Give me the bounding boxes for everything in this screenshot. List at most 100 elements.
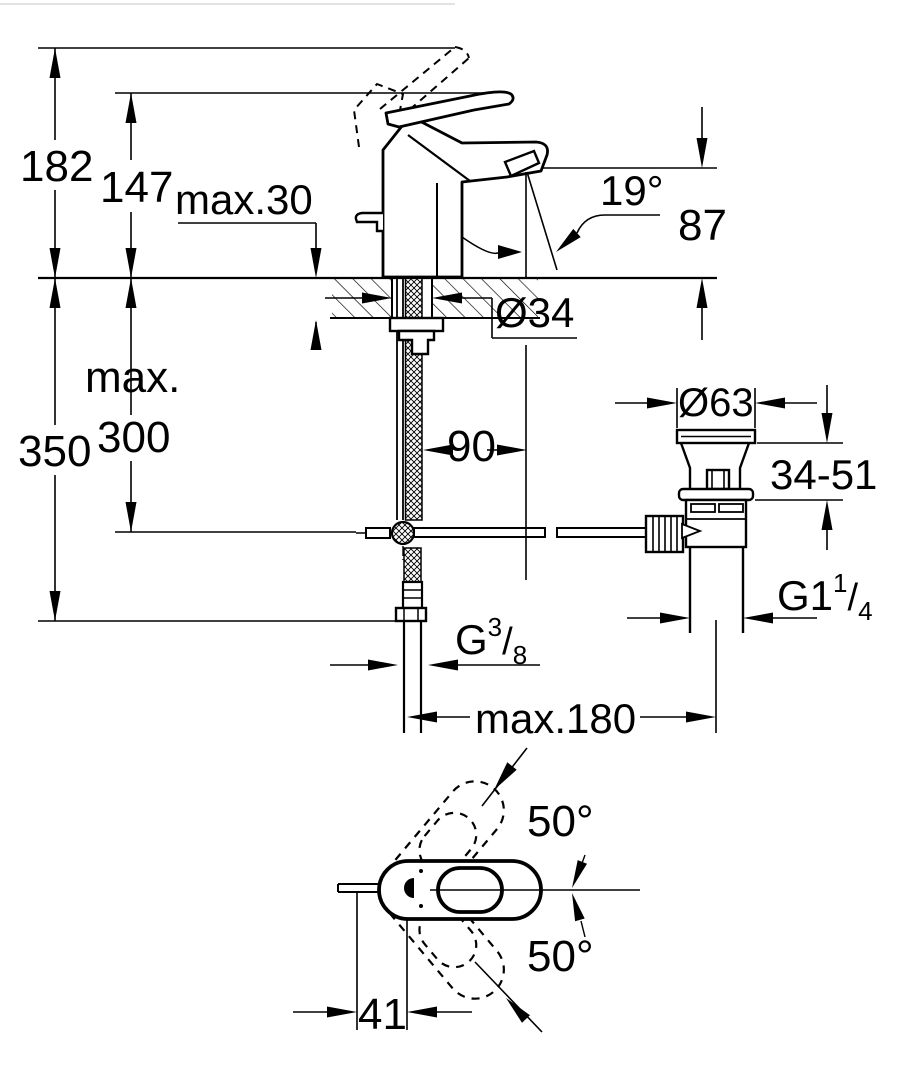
rod-clamp-screw — [681, 522, 703, 540]
mounting-nut — [397, 329, 436, 356]
pinch-tail-lower — [580, 920, 586, 938]
waste-cup — [679, 442, 751, 489]
supply-thread-sup: 3 — [488, 612, 502, 642]
countertop-section — [38, 276, 717, 319]
dimension-arrows — [49, 48, 833, 1018]
arrow-87-down — [696, 138, 708, 168]
arrow-300-bottom — [125, 502, 137, 532]
dim-line-g114 — [627, 617, 817, 633]
arrow-182-top — [49, 48, 61, 78]
label-spout-projection: 90 — [447, 422, 496, 471]
leader-19deg — [576, 214, 660, 234]
pop-up-rod-left — [413, 527, 546, 538]
arrow-g38-left — [368, 659, 398, 671]
arrow-41-right — [407, 1006, 437, 1018]
supply-thread-slash: / — [502, 621, 513, 663]
arrow-300-top — [125, 278, 137, 308]
waste-slot1 — [690, 503, 716, 513]
arrow-350-bottom — [49, 591, 61, 621]
arrow-3451-down — [821, 413, 833, 443]
waste-body — [684, 498, 748, 549]
arrow-182-bottom — [49, 248, 61, 278]
angle-leg-lower — [474, 961, 543, 1033]
knurl-ridges — [652, 517, 678, 551]
label-rod-to-handle-offset: 41 — [358, 990, 407, 1039]
dim-line-34-51 — [755, 385, 843, 550]
arrow-max30-up — [310, 320, 322, 350]
label-handle-swing-up: 50° — [527, 797, 594, 846]
arrow-g114-left — [660, 612, 690, 624]
spray-arc-arrow — [498, 245, 522, 259]
supply-thread-main: G — [455, 616, 488, 663]
pop-up-waste — [644, 428, 757, 633]
dim-leader-d34 — [325, 297, 577, 339]
waste-thread-main: G1 — [777, 572, 833, 619]
label-height-to-spout-base: 147 — [100, 163, 173, 212]
supply-thread-sub: 8 — [513, 640, 527, 670]
label-tap-hole-diameter: Ø34 — [495, 289, 574, 336]
label-max-prefix: max. — [85, 353, 180, 402]
detail-dot-top — [419, 869, 423, 873]
pop-up-rod-right — [556, 527, 647, 538]
arrow-41-left — [327, 1006, 357, 1018]
dim-line-41 — [293, 893, 472, 1030]
dimension-lines — [54, 48, 843, 1030]
dashed-handle-base — [352, 82, 405, 148]
arrow-g114-right — [743, 612, 773, 624]
arrow-147-top — [125, 93, 137, 123]
spray-angle-line — [526, 171, 558, 271]
rod-ball-joint — [390, 520, 416, 546]
hose-hex-nut — [394, 606, 428, 623]
hose-fitting — [401, 580, 424, 610]
arrow-147-bottom — [125, 248, 137, 278]
braided-hose-upper — [404, 277, 423, 521]
label-handle-swing-down: 50° — [527, 932, 594, 981]
label-spout-height: 87 — [678, 201, 727, 250]
arrow-d34-left — [362, 292, 392, 304]
label-waste-flange-diameter: Ø63 — [678, 381, 754, 425]
dim-leader-max30 — [178, 222, 317, 350]
arrow-3451-up — [821, 500, 833, 530]
label-spray-angle: 19° — [600, 167, 664, 214]
arrow-d63-right — [755, 397, 785, 409]
plug-guide — [705, 468, 731, 491]
waste-thread-slash: / — [848, 577, 859, 619]
pull-rod-hole — [404, 878, 414, 898]
pop-up-pull-rod-knob — [354, 211, 383, 233]
faucet-body-outline — [381, 114, 549, 279]
label-supply-hose-free-length: 300 — [97, 413, 170, 462]
dim-line-d63 — [615, 388, 817, 428]
mounting-washer — [388, 316, 445, 333]
label-waste-clamping-range: 34-51 — [770, 451, 877, 498]
label-supply-hose-length: 350 — [18, 427, 91, 476]
arrow-350-top — [49, 278, 61, 308]
arrow-50-lower — [506, 998, 530, 1023]
arrow-19deg — [556, 228, 581, 252]
waste-thread-sup: 1 — [833, 568, 847, 598]
label-pop-up-rod-reach: max.180 — [475, 695, 636, 742]
arrow-90-left — [423, 444, 453, 456]
pinch-arrow-upper — [572, 860, 587, 888]
arrow-max180-left — [407, 711, 437, 723]
label-max-deck-thickness: max.30 — [175, 176, 313, 223]
pull-rod-top-view — [337, 883, 380, 893]
dimension-labels: 182 147 max.30 19° 87 Ø34 max. 350 300 9… — [18, 142, 877, 1039]
faucet-side-view — [352, 46, 558, 580]
detail-dot-bottom — [419, 904, 423, 908]
arrow-g38-right — [428, 659, 458, 671]
waste-thread-sub: 4 — [858, 596, 872, 626]
reference-lines — [38, 47, 717, 622]
dim-line-max180 — [435, 620, 717, 733]
braided-hose-lower — [403, 547, 422, 583]
waste-flange — [677, 487, 755, 502]
label-supply-thread: G3/8 — [455, 612, 527, 670]
dashed-lever-tip — [454, 46, 470, 59]
label-total-height: 182 — [20, 142, 93, 191]
dashed-lever-edge1 — [379, 46, 456, 110]
top-view — [337, 747, 640, 1033]
aerator-outlet — [503, 149, 541, 178]
spray-arc — [461, 236, 501, 255]
rod-left-stub — [365, 527, 391, 539]
arrow-max180-right — [686, 711, 716, 723]
